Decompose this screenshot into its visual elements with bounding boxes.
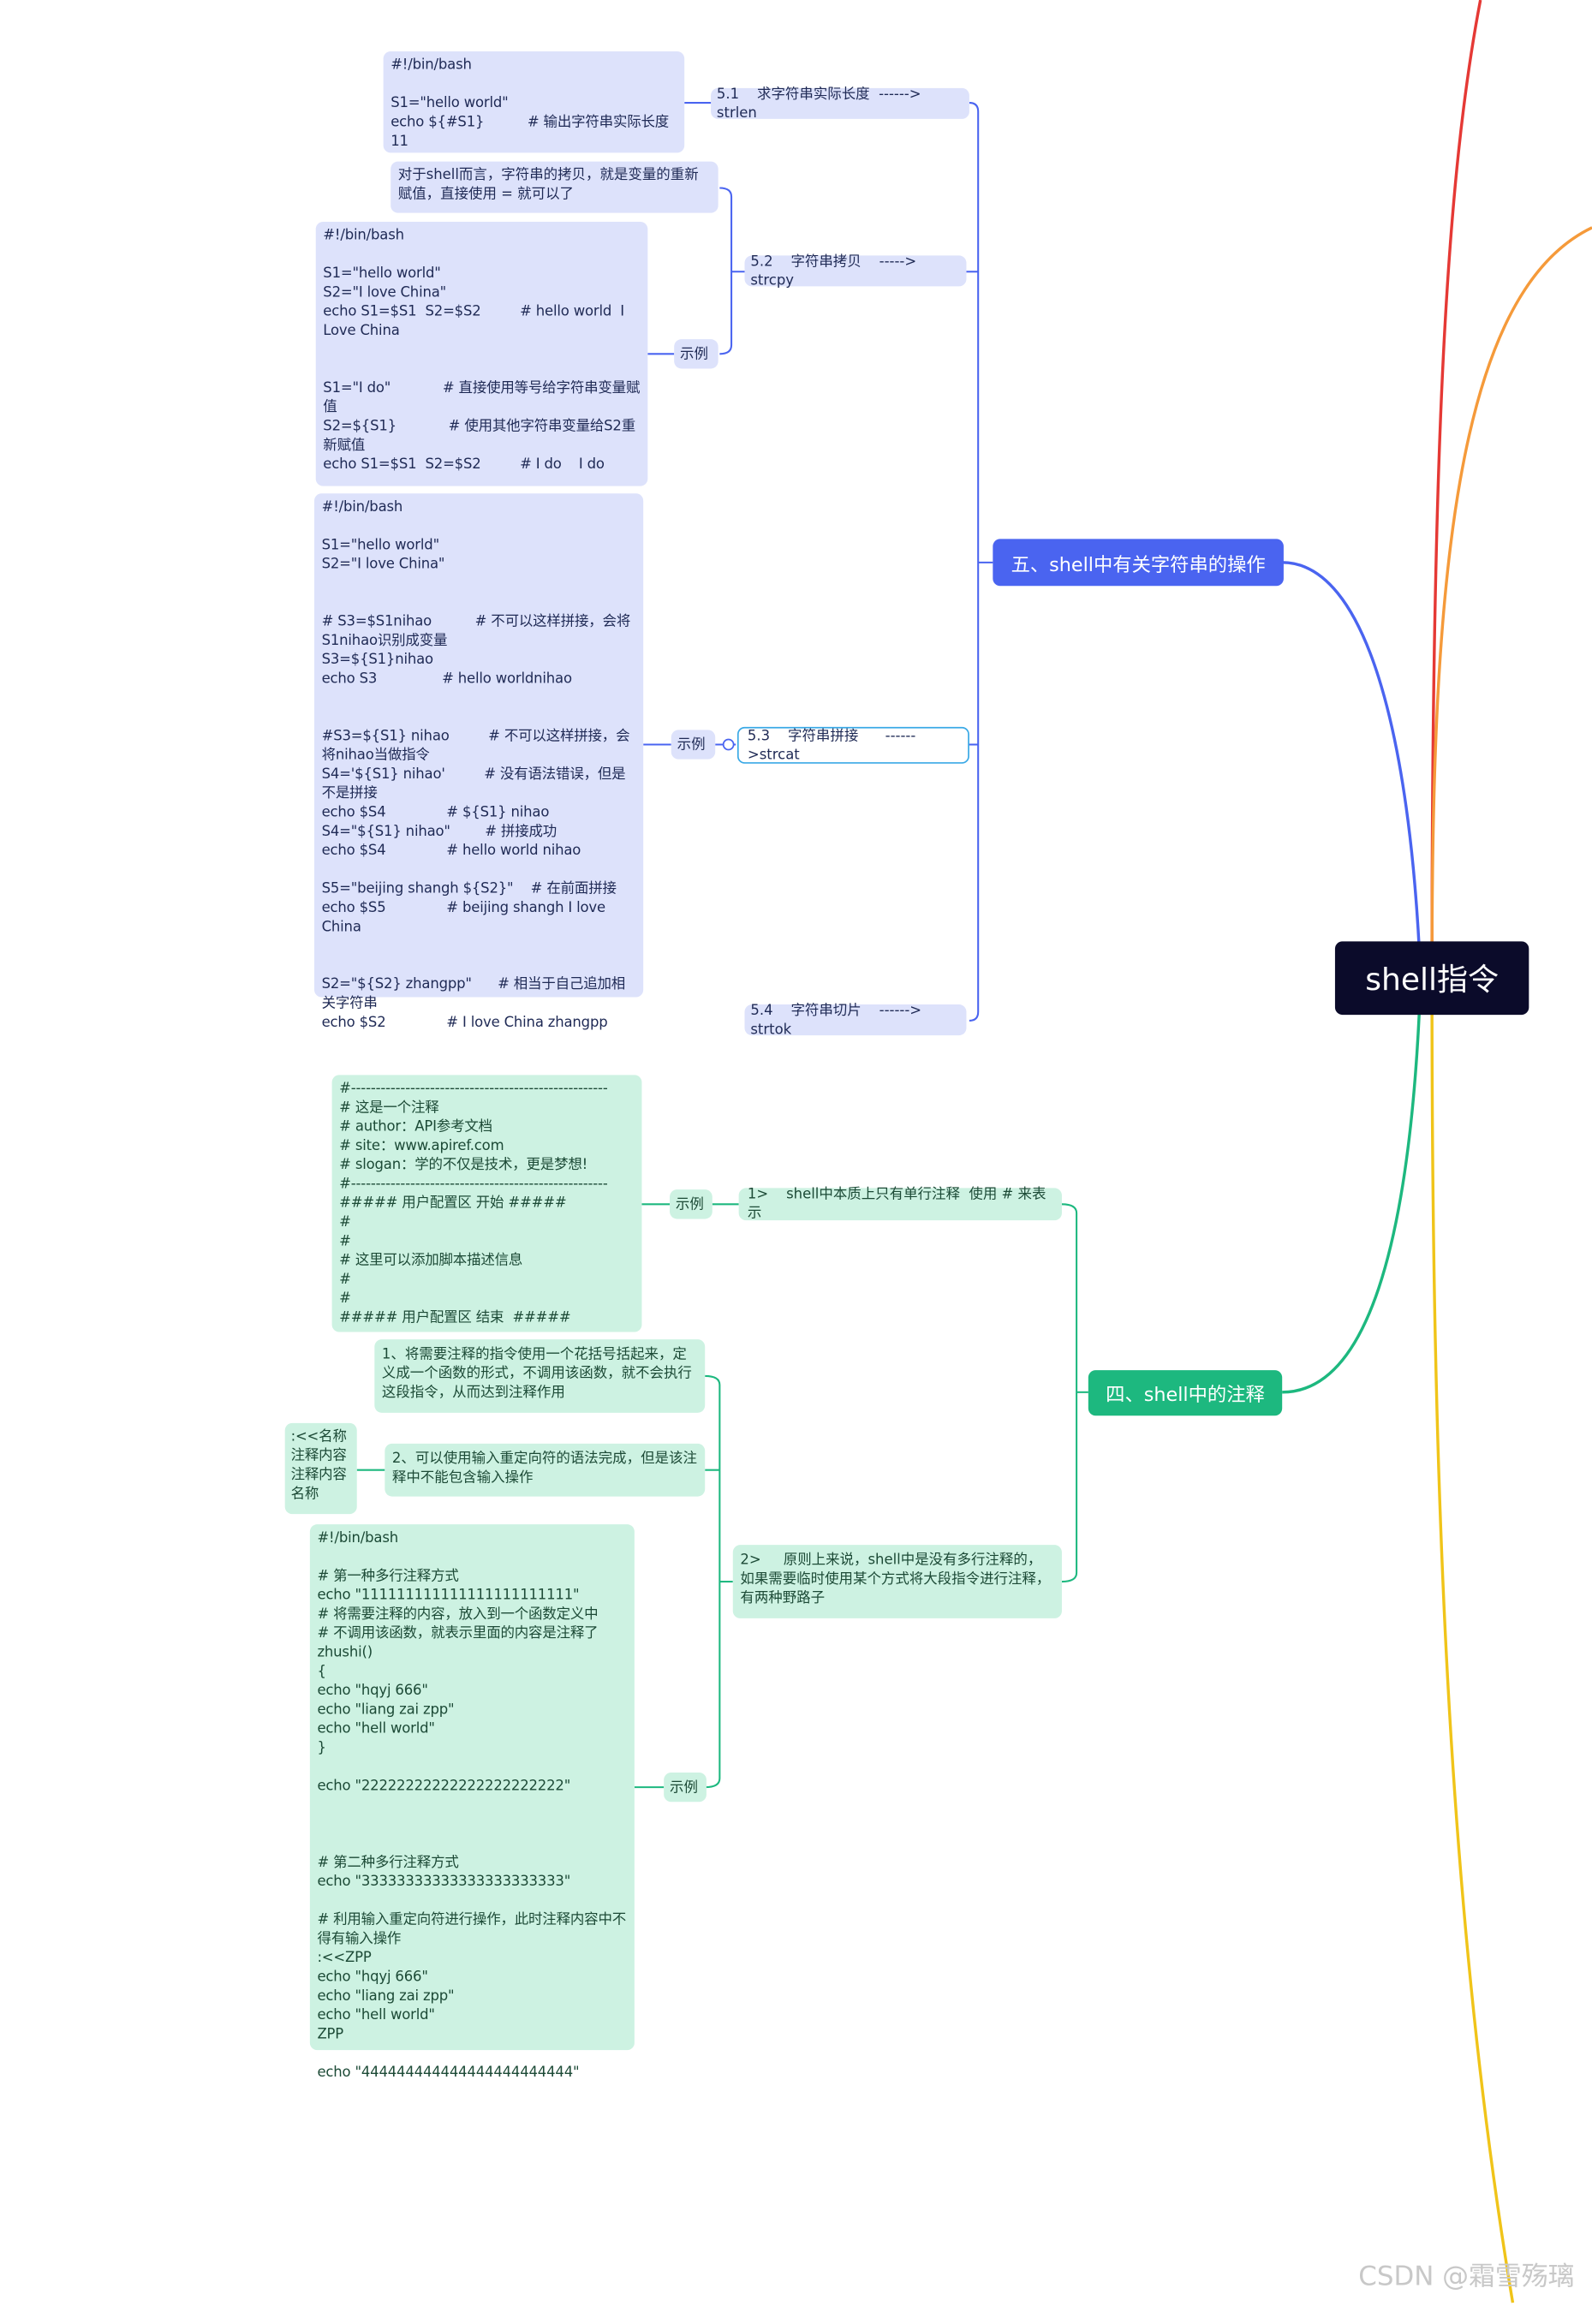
edge-yellow: [1430, 984, 1515, 2303]
example-5-2[interactable]: 示例: [674, 339, 718, 369]
item-5-3[interactable]: 5.3 字符串拼接 ------>strcat: [736, 726, 969, 764]
watermark: CSDN @霜雪殇璃: [1358, 2261, 1575, 2293]
branch4-node[interactable]: 四、shell中的注释: [1088, 1370, 1283, 1416]
edge-red: [1430, 0, 1482, 969]
code-5-2: #!/bin/bash S1="hello world" S2="I love …: [315, 221, 648, 486]
branch5-node[interactable]: 五、shell中有关字符串的操作: [993, 539, 1284, 587]
item-4-1[interactable]: 1> shell中本质上只有单行注释 使用 # 来表示: [738, 1187, 1062, 1222]
root-label: shell指令: [1365, 962, 1500, 998]
example-4-1[interactable]: 示例: [670, 1189, 713, 1219]
example-5-3[interactable]: 示例: [671, 730, 716, 760]
item-5-1[interactable]: 5.1 求字符串实际长度 ------> strlen: [711, 86, 969, 121]
edge-orange: [1430, 226, 1592, 969]
code-5-3: #!/bin/bash S1="hello world" S2="I love …: [314, 493, 644, 1031]
item-5-4[interactable]: 5.4 字符串切片 ------> strtok: [744, 1002, 967, 1038]
example-4-2[interactable]: 示例: [664, 1773, 707, 1803]
edge-branch4: [1282, 991, 1422, 1394]
edge-branch5: [1282, 561, 1422, 969]
branch5-label: 五、shell中有关字符串的操作: [1011, 554, 1266, 577]
item-4-2[interactable]: 2> 原则上来说，shell中是没有多行注释的，如果需要临时使用某个方式将大段指…: [732, 1545, 1062, 1618]
way-2: 2、可以使用输入重定向符的语法完成，但是该注释中不能包含输入操作: [385, 1443, 706, 1497]
note-5-2: 对于shell而言，字符串的拷贝，就是变量的重新赋值，直接使用 = 就可以了: [391, 161, 718, 213]
branch4-label: 四、shell中的注释: [1106, 1385, 1265, 1407]
code-5-1: #!/bin/bash S1="hello world" echo ${#S1}…: [383, 51, 685, 153]
item-5-2[interactable]: 5.2 字符串拷贝 -----> strcpy: [744, 253, 967, 289]
root-node[interactable]: shell指令: [1334, 941, 1529, 1016]
heredoc-syntax: :<<名称 注释内容 注释内容 名称: [284, 1422, 357, 1515]
code-4-2: #!/bin/bash # 第一种多行注释方式 echo "1111111111…: [309, 1524, 635, 2081]
code-4-1: #---------------------------------------…: [331, 1075, 642, 1332]
way-1: 1、将需要注释的指令使用一个花括号括起来，定义成一个函数的形式，不调用该函数，就…: [374, 1339, 706, 1413]
